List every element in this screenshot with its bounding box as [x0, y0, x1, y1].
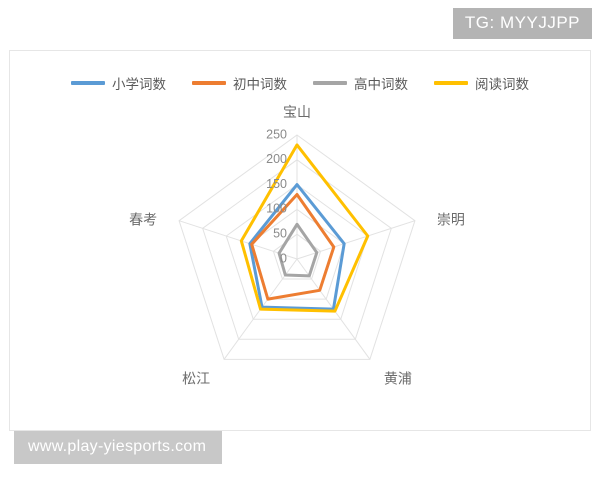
legend-swatch-junior-high [192, 81, 226, 85]
legend-label-junior-high: 初中词数 [233, 77, 287, 93]
legend-label-primary-school: 小学词数 [112, 77, 166, 93]
radar-spoke-4 [178, 220, 298, 260]
grid-ring-50 [272, 233, 322, 280]
legend-swatch-primary-school [71, 81, 105, 85]
radar-series-path-0 [248, 183, 346, 311]
radial-tick-150: 150 [266, 177, 287, 191]
radar-series-path-1 [250, 193, 336, 301]
legend-item-3[interactable]: 阅读词数 [434, 73, 529, 93]
grid-ring-200 [202, 159, 392, 340]
grid-ring-250 [178, 134, 416, 360]
radial-tick-250: 250 [266, 127, 287, 141]
category-label-3: 松江 [182, 371, 210, 387]
radial-tick-200: 200 [266, 152, 287, 166]
legend-item-0[interactable]: 小学词数 [71, 73, 166, 93]
category-label-0: 宝山 [283, 105, 311, 121]
category-label-2: 黄浦 [384, 370, 412, 387]
radar-spoke-1 [296, 220, 416, 260]
category-label-1: 崇明 [437, 213, 465, 229]
radial-tick-100: 100 [266, 202, 287, 216]
legend-item-1[interactable]: 初中词数 [192, 73, 287, 93]
legend-label-reading: 阅读词数 [475, 77, 529, 93]
radar-series-path-3 [239, 143, 370, 313]
radar-series-path-2 [277, 222, 319, 278]
radar-spokes [178, 135, 416, 360]
radar-plot-area: 0 50 100 150 200 250 宝山崇明黄浦 松江 春考 [10, 51, 592, 432]
radar-tick-labels: 0 50 100 150 200 250 [266, 127, 287, 265]
legend-swatch-reading [434, 81, 468, 85]
site-watermark: www.play-yiesports.com [14, 431, 223, 464]
radial-tick-50: 50 [273, 226, 287, 240]
radar-series [239, 143, 370, 313]
telegram-watermark: TG: MYYJJPP [452, 8, 592, 39]
grid-ring-150 [225, 183, 369, 320]
legend-item-2[interactable]: 高中词数 [313, 73, 408, 93]
radar-chart-card: 小学词数 初中词数 高中词数 阅读词数 0 50 100 150 200 250 宝山崇明… [9, 50, 591, 431]
radial-tick-0: 0 [280, 251, 287, 265]
category-label-4: 春考 [129, 213, 157, 229]
legend-label-senior-high: 高中词数 [354, 77, 408, 93]
chart-legend: 小学词数 初中词数 高中词数 阅读词数 [10, 73, 590, 93]
legend-swatch-senior-high [313, 81, 347, 85]
